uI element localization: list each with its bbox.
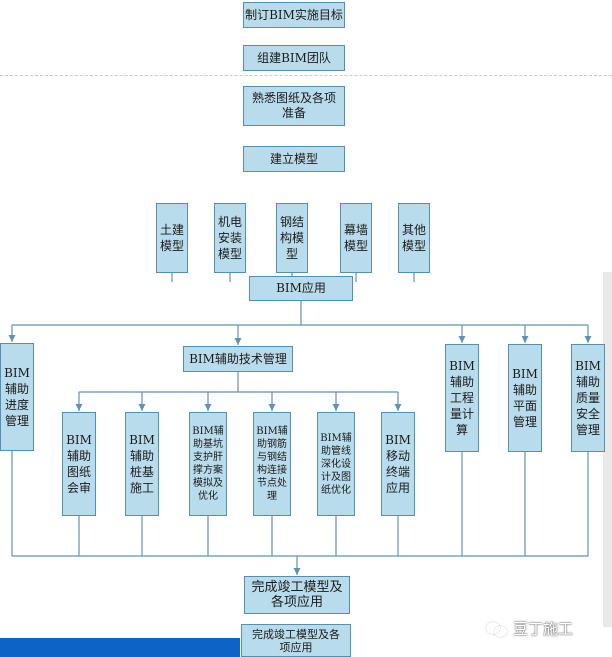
node-curtain-model: 幕墙模型 <box>340 203 372 273</box>
node-label: 完成竣工模型及各项应用 <box>251 580 343 610</box>
node-label: 组建BIM团队 <box>257 50 331 65</box>
node-goal: 制订BIM实施目标 <box>243 2 345 28</box>
node-quality-safety: BIM辅助质量安全管理 <box>571 344 605 452</box>
node-label: 建立模型 <box>269 151 318 166</box>
node-label: BIM移动终端应用 <box>385 433 411 495</box>
node-prep: 熟悉图纸及各项准备 <box>243 86 345 126</box>
node-label: BIM辅助工程量计算 <box>449 359 475 437</box>
node-label: 钢结构模型 <box>279 215 304 261</box>
node-steel-model: 钢结构模型 <box>276 203 308 273</box>
node-other-model: 其他模型 <box>398 203 430 273</box>
node-mep-model: 机电安装模型 <box>214 203 246 273</box>
node-label: 机电安装模型 <box>217 215 242 261</box>
node-progress-mgmt: BIM辅助进度管理 <box>0 343 34 451</box>
node-plan-mgmt: BIM辅助平面管理 <box>508 344 542 452</box>
wechat-icon <box>486 620 508 638</box>
node-team: 组建BIM团队 <box>243 45 345 71</box>
watermark-text: 豆丁施工 <box>513 620 574 638</box>
node-label: BIM辅助钢筋与钢结构连接节点处理 <box>256 426 288 502</box>
node-pipeline: BIM辅助管线深化设计及图纸优化 <box>317 412 355 516</box>
node-label: 熟悉图纸及各项准备 <box>252 91 337 120</box>
divider-dashed <box>0 75 612 76</box>
node-label: BIM辅助图纸会审 <box>66 433 92 495</box>
node-completion: 完成竣工模型及各项应用 <box>244 576 350 614</box>
node-label: BIM辅助基坑支护肝撑方案模拟及优化 <box>192 426 224 502</box>
node-label: BIM辅助质量安全管理 <box>575 359 601 437</box>
right-edge <box>603 272 612 627</box>
node-mobile: BIM移动终端应用 <box>381 412 415 516</box>
node-tech-mgmt: BIM辅助技术管理 <box>183 346 293 372</box>
watermark: 豆丁施工 <box>486 618 573 639</box>
node-label: 土建模型 <box>159 223 184 253</box>
bottom-blue-bar <box>0 638 240 657</box>
node-bim-app: BIM应用 <box>249 276 353 301</box>
node-label: BIM辅助进度管理 <box>4 366 30 428</box>
node-label: 制订BIM实施目标 <box>245 7 343 22</box>
node-label: BIM辅助管线深化设计及图纸优化 <box>320 432 352 496</box>
node-label: BIM辅助技术管理 <box>189 351 287 366</box>
node-label: 完成竣工模型及各项应用 <box>252 627 340 654</box>
node-pile: BIM辅助桩基施工 <box>125 412 159 516</box>
node-civil-model: 土建模型 <box>156 203 188 273</box>
node-label: BIM应用 <box>276 281 326 295</box>
node-label: BIM辅助桩基施工 <box>129 433 155 495</box>
node-label: BIM辅助平面管理 <box>512 367 538 429</box>
node-completion-repeat: 完成竣工模型及各项应用 <box>241 624 351 657</box>
node-drawing-review: BIM辅助图纸会审 <box>62 412 96 516</box>
node-label: 其他模型 <box>401 223 426 253</box>
node-pit: BIM辅助基坑支护肝撑方案模拟及优化 <box>189 412 227 516</box>
node-label: 幕墙模型 <box>343 223 368 253</box>
node-quantity: BIM辅助工程量计算 <box>445 344 479 452</box>
node-build-model: 建立模型 <box>243 146 345 172</box>
node-rebar: BIM辅助钢筋与钢结构连接节点处理 <box>253 412 291 516</box>
